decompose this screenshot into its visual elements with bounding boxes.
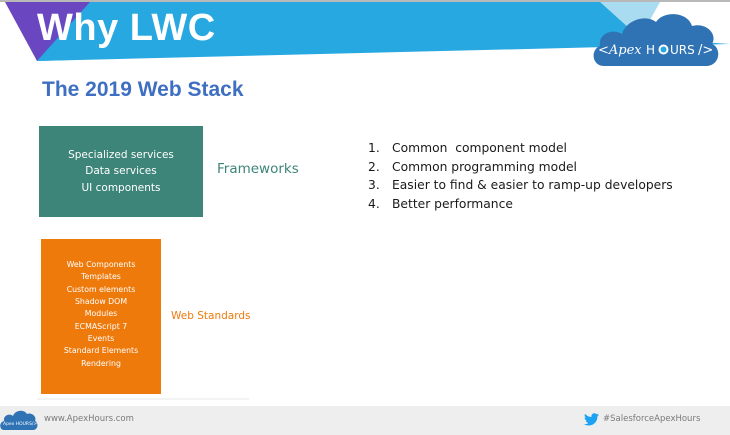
benefit-item: 2. Common programming model (368, 158, 673, 177)
benefit-number: 2. (368, 159, 380, 174)
benefit-text: Common component model (392, 141, 567, 155)
benefit-text: Better performance (392, 196, 513, 211)
benefits-list: 1. Common component model 2. Common prog… (368, 139, 673, 213)
footer-url-link[interactable]: www.ApexHours.com (44, 414, 134, 424)
frameworks-item: Data services (85, 165, 157, 178)
web-standards-item: Templates (81, 272, 121, 282)
web-standards-item: Rendering (81, 358, 121, 368)
benefit-number: 3. (368, 178, 380, 192)
web-standards-item: Web Components (66, 260, 136, 270)
benefit-number: 4. (368, 196, 380, 211)
benefit-text: Easier to find & easier to ramp-up devel… (392, 178, 673, 192)
frameworks-box: Specialized services Data services UI co… (39, 126, 203, 217)
benefit-item: 4. Better performance (368, 195, 673, 214)
header-band (5, 2, 730, 61)
web-standards-label: Web Standards (171, 310, 251, 322)
benefit-text: Common programming model (392, 159, 577, 174)
web-standards-item: ECMAScript 7 (74, 321, 128, 331)
divider (37, 398, 249, 400)
svg-text:H: H (646, 43, 655, 57)
twitter-icon (584, 413, 599, 426)
slide-subtitle: The 2019 Web Stack (42, 78, 244, 101)
apexhours-logo-icon: Apex HOURS/> (0, 410, 38, 430)
frameworks-item: UI components (81, 181, 161, 194)
frameworks-label: Frameworks (217, 161, 299, 177)
svg-text:Apex HOURS/>: Apex HOURS/> (3, 421, 37, 427)
top-rule (0, 0, 730, 2)
web-standards-item: Shadow DOM (74, 297, 128, 307)
benefit-item: 1. Common component model (368, 139, 673, 158)
svg-text:URS: URS (670, 43, 695, 57)
slide-title: Why LWC (37, 7, 216, 49)
web-standards-item: Standard Elements (63, 346, 139, 356)
web-standards-item: Events (87, 333, 115, 343)
footer-hashtag: #SalesforceApexHours (603, 414, 701, 424)
svg-text:<Apex: <Apex (598, 43, 642, 58)
web-standards-box: Web Components Templates Custom elements… (41, 239, 161, 394)
apexhours-logo-icon: <Apex H URS /> (593, 14, 719, 66)
benefit-number: 1. (368, 141, 380, 155)
footer: Apex HOURS/> www.ApexHours.com #Salesfor… (0, 406, 730, 435)
web-standards-item: Custom elements (66, 284, 136, 294)
frameworks-item: Specialized services (68, 148, 174, 161)
benefit-item: 3. Easier to find & easier to ramp-up de… (368, 176, 673, 195)
web-standards-item: Modules (84, 309, 118, 319)
svg-text:/>: /> (698, 43, 713, 58)
